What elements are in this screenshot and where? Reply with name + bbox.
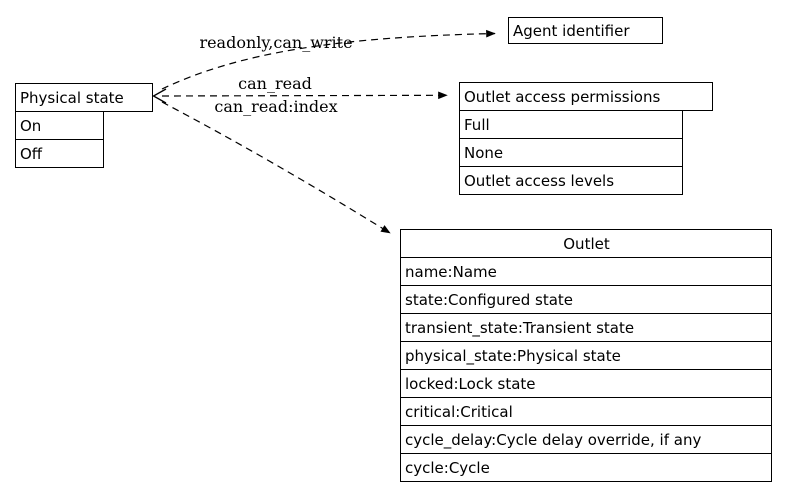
table-row: Off bbox=[15, 139, 104, 168]
table-row: Full bbox=[459, 110, 683, 139]
table-row: cycle_delay:Cycle delay override, if any bbox=[400, 425, 772, 454]
edge-readonly-can-write bbox=[161, 29, 496, 90]
table-row: None bbox=[459, 138, 683, 167]
node-outlet-access-permissions-rows: Full None Outlet access levels bbox=[459, 110, 683, 195]
table-row: state:Configured state bbox=[400, 285, 772, 314]
node-outlet-access-permissions-title: Outlet access permissions bbox=[459, 82, 713, 111]
edge-label-can-read: can_read bbox=[238, 74, 312, 93]
table-row: cycle:Cycle bbox=[400, 453, 772, 482]
vee-arrowhead-icon bbox=[152, 88, 167, 104]
table-row: critical:Critical bbox=[400, 397, 772, 426]
table-row: name:Name bbox=[400, 257, 772, 286]
table-row: On bbox=[15, 111, 104, 140]
edge-label-can-read-index: can_read:index bbox=[214, 97, 338, 116]
edge-can-read bbox=[161, 91, 448, 100]
table-row: physical_state:Physical state bbox=[400, 341, 772, 370]
node-physical-state-rows: On Off bbox=[15, 111, 104, 168]
node-outlet-title: Outlet bbox=[400, 229, 772, 258]
edge-label-readonly-can-write: readonly,can_write bbox=[199, 33, 353, 52]
table-row: Outlet access levels bbox=[459, 166, 683, 195]
node-agent-identifier: Agent identifier bbox=[508, 17, 663, 44]
table-row: transient_state:Transient state bbox=[400, 313, 772, 342]
node-outlet: Outlet name:Name state:Configured state … bbox=[400, 229, 772, 482]
table-row: locked:Lock state bbox=[400, 369, 772, 398]
node-physical-state-title: Physical state bbox=[15, 83, 153, 112]
edge-can-read-index bbox=[161, 101, 391, 234]
